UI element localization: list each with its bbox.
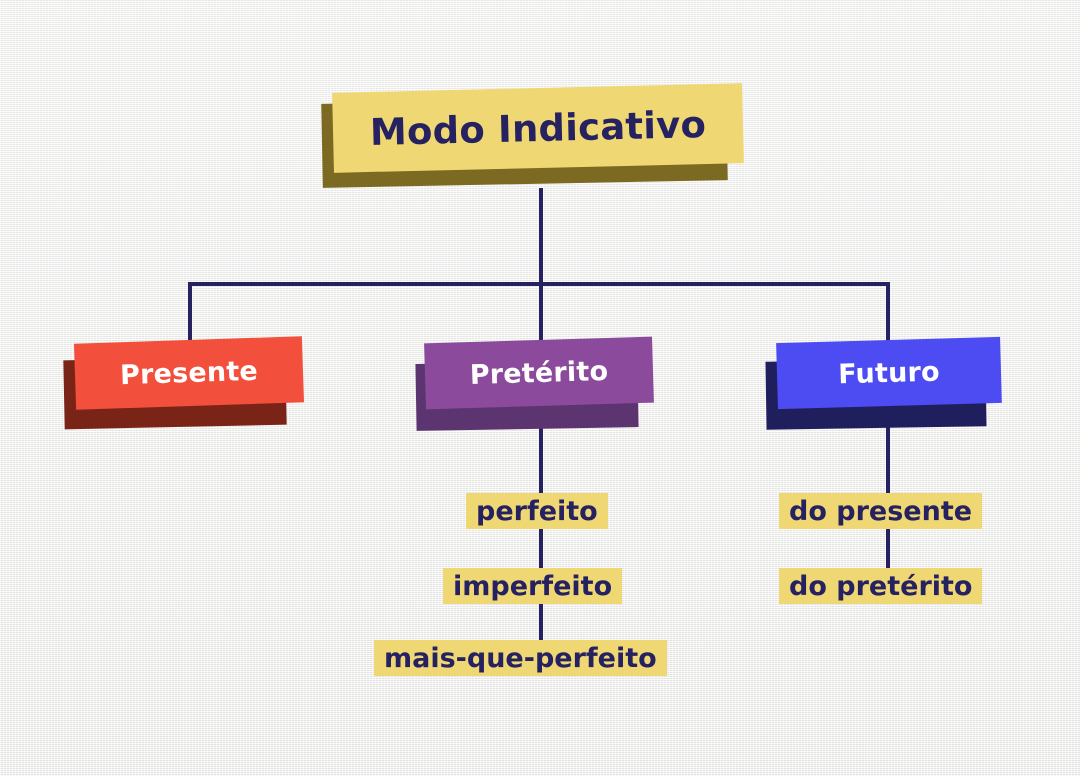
root-node-modo-indicativo[interactable]: Modo Indicativo [332, 83, 744, 173]
leaf-futuro-do-preterito[interactable]: do pretérito [779, 568, 983, 604]
leaf-futuro-do-presente[interactable]: do presente [779, 493, 983, 529]
leaf-preterito-imperfeito[interactable]: imperfeito [443, 568, 623, 604]
leaf-preterito-perfeito[interactable]: perfeito [466, 493, 608, 529]
leaf-preterito-mais-que-perfeito[interactable]: mais-que-perfeito [374, 640, 667, 676]
branch-presente[interactable]: Presente [73, 336, 305, 410]
branch-futuro[interactable]: Futuro [776, 336, 1002, 410]
branch-preterito[interactable]: Pretérito [424, 336, 654, 410]
